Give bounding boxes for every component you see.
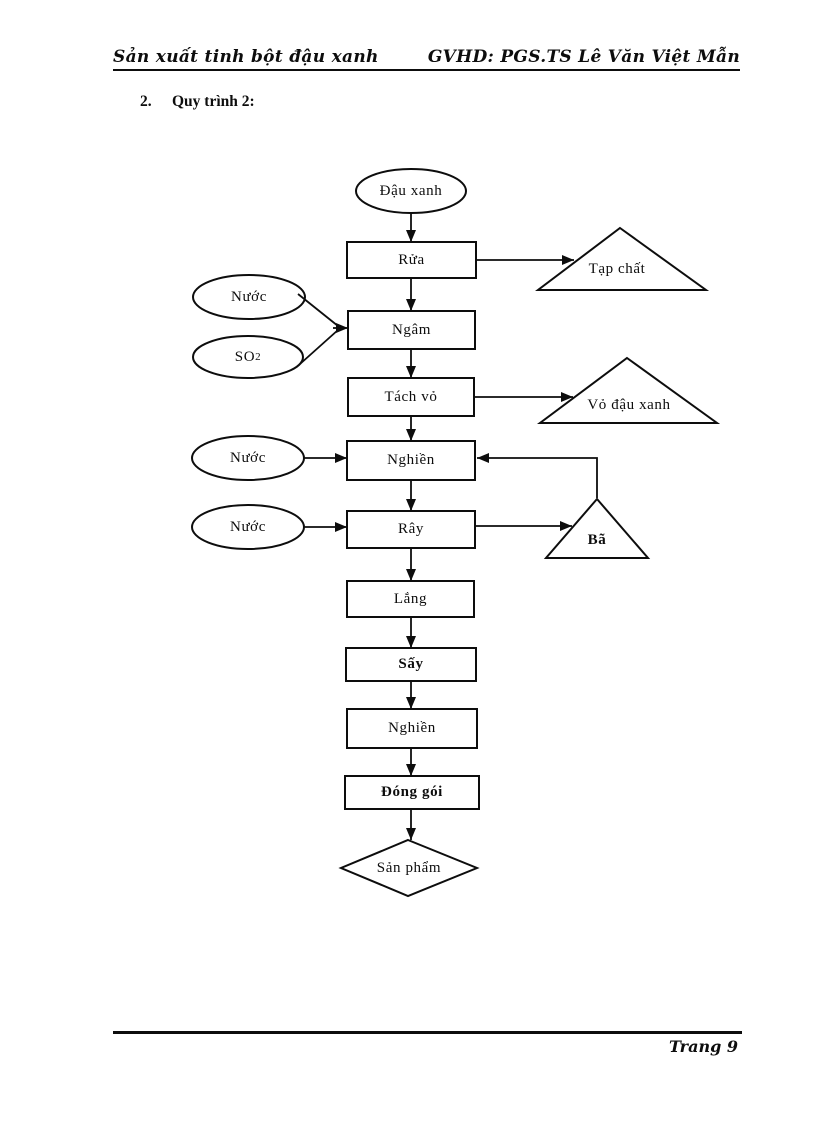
header-rule (113, 69, 740, 71)
nghien1-label: Nghiền (387, 452, 435, 468)
say-box (345, 647, 477, 682)
tap-chat-triangle (535, 226, 710, 291)
tap-chat-label: Tạp chất (588, 260, 646, 277)
footer-rule (113, 1031, 742, 1034)
ray-label: Rây (398, 521, 424, 537)
section-heading: 2. Quy trình 2: (140, 93, 255, 111)
rua-label: Rửa (398, 251, 425, 268)
line-so2-to-ngam (299, 329, 339, 365)
ba-label: Bã (587, 531, 607, 548)
so2-ellipse (192, 335, 304, 379)
arrow-ba-feedback-to-nghien1 (477, 453, 598, 498)
nghien2-label: Nghiền (388, 720, 436, 736)
so2-base-text: SO (234, 348, 256, 365)
header-advisor: GVHD: PGS.TS Lê Văn Việt Mẫn (427, 47, 740, 67)
say-label: Sấy (398, 656, 424, 672)
nghien2-box (346, 708, 478, 749)
section-number: 2. (140, 93, 152, 110)
header-doc-title: Sản xuất tinh bột đậu xanh (113, 47, 379, 67)
tach-vo-label: Tách vỏ (384, 388, 438, 405)
vo-dau-xanh-triangle (536, 356, 721, 424)
dong-goi-label: Đóng gói (381, 784, 443, 800)
nuoc2-label: Nước (230, 449, 266, 466)
end-node-label: Sản phẩm (376, 859, 442, 876)
nuoc1-label: Nước (231, 288, 267, 305)
nuoc1-ellipse (192, 274, 306, 320)
section-title: Quy trình 2: (172, 93, 255, 110)
start-node-label: Đậu xanh (379, 182, 443, 199)
lang-label: Lắng (393, 590, 428, 607)
nuoc3-label: Nước (230, 518, 266, 535)
footer-page-number: Trang 9 (668, 1037, 738, 1056)
line-nuoc1-to-ngam (297, 293, 339, 327)
ngam-label: Ngâm (391, 321, 432, 338)
vo-dau-xanh-label: Vỏ đậu xanh (587, 396, 671, 413)
page-header: Sản xuất tinh bột đậu xanh GVHD: PGS.TS … (113, 47, 740, 67)
dong-goi-box (344, 775, 480, 810)
san-pham-diamond (338, 838, 480, 898)
